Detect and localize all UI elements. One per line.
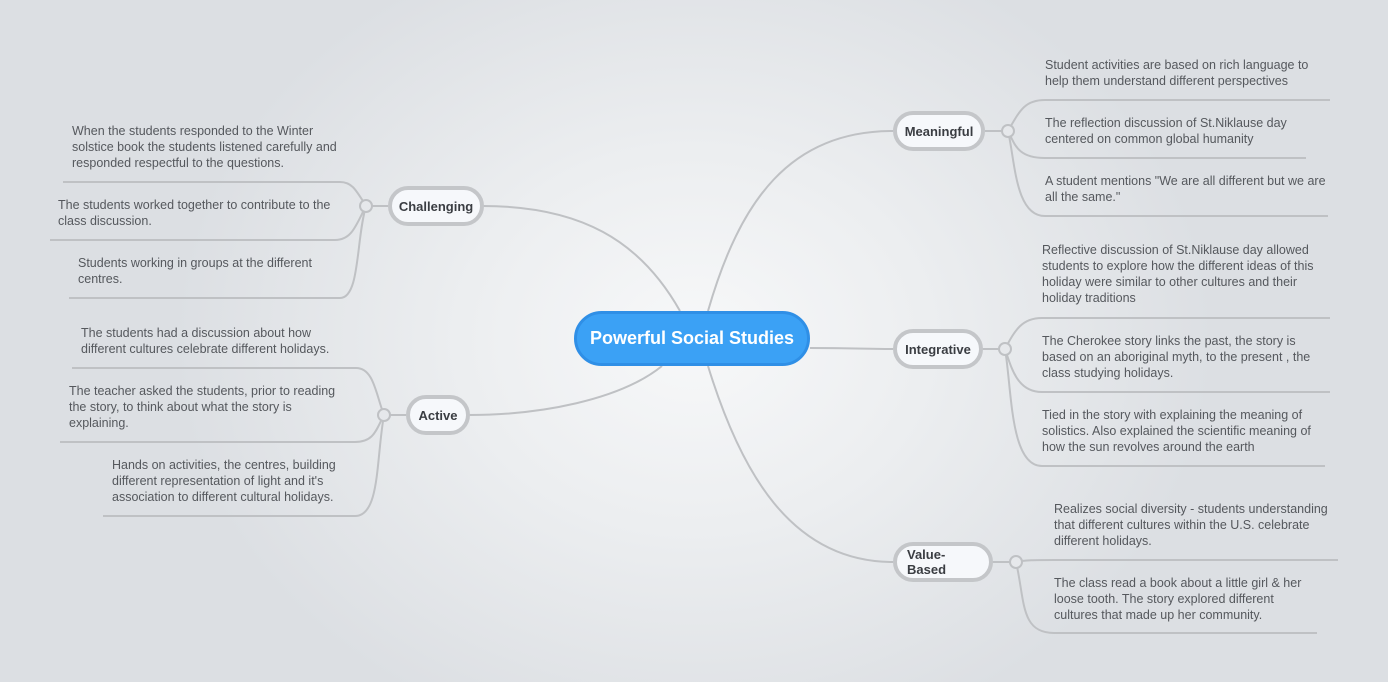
- branch-label: Challenging: [398, 198, 474, 214]
- branch-label: Meaningful: [904, 123, 974, 139]
- branch-meaningful[interactable]: Meaningful: [893, 111, 985, 151]
- central-topic-label: Powerful Social Studies: [589, 328, 795, 348]
- leaf-integrative-3[interactable]: Tied in the story with explaining the me…: [1042, 408, 1311, 454]
- leaf-challenging-2[interactable]: The students worked together to contribu…: [58, 198, 331, 228]
- leaf-challenging-1[interactable]: When the students responded to the Winte…: [72, 124, 337, 170]
- leaf-value-based-1[interactable]: Realizes social diversity - students und…: [1054, 502, 1328, 548]
- branch-label: Integrative: [905, 341, 971, 357]
- leaf-integrative-2[interactable]: The Cherokee story links the past, the s…: [1042, 334, 1311, 380]
- leaf-meaningful-1[interactable]: Student activities are based on rich lan…: [1045, 58, 1309, 88]
- branch-challenging[interactable]: Challenging: [388, 186, 484, 226]
- leaf-meaningful-3[interactable]: A student mentions "We are all different…: [1045, 174, 1326, 204]
- branch-label: Active: [418, 407, 458, 423]
- leaf-integrative-1[interactable]: Reflective discussion of St.Niklause day…: [1042, 243, 1314, 305]
- branch-integrative[interactable]: Integrative: [893, 329, 983, 369]
- leaf-active-2[interactable]: The teacher asked the students, prior to…: [69, 384, 336, 430]
- leaf-active-3[interactable]: Hands on activities, the centres, buildi…: [112, 458, 336, 504]
- branch-value-based[interactable]: Value-Based: [893, 542, 993, 582]
- leaf-challenging-3[interactable]: Students working in groups at the differ…: [78, 256, 312, 286]
- branch-label: Value-Based: [907, 547, 947, 577]
- leaf-meaningful-2[interactable]: The reflection discussion of St.Niklause…: [1045, 116, 1287, 146]
- branch-active[interactable]: Active: [406, 395, 470, 435]
- leaf-value-based-2[interactable]: The class read a book about a little gir…: [1054, 576, 1302, 622]
- central-topic[interactable]: Powerful Social Studies: [574, 311, 810, 366]
- leaf-active-1[interactable]: The students had a discussion about how …: [81, 326, 330, 356]
